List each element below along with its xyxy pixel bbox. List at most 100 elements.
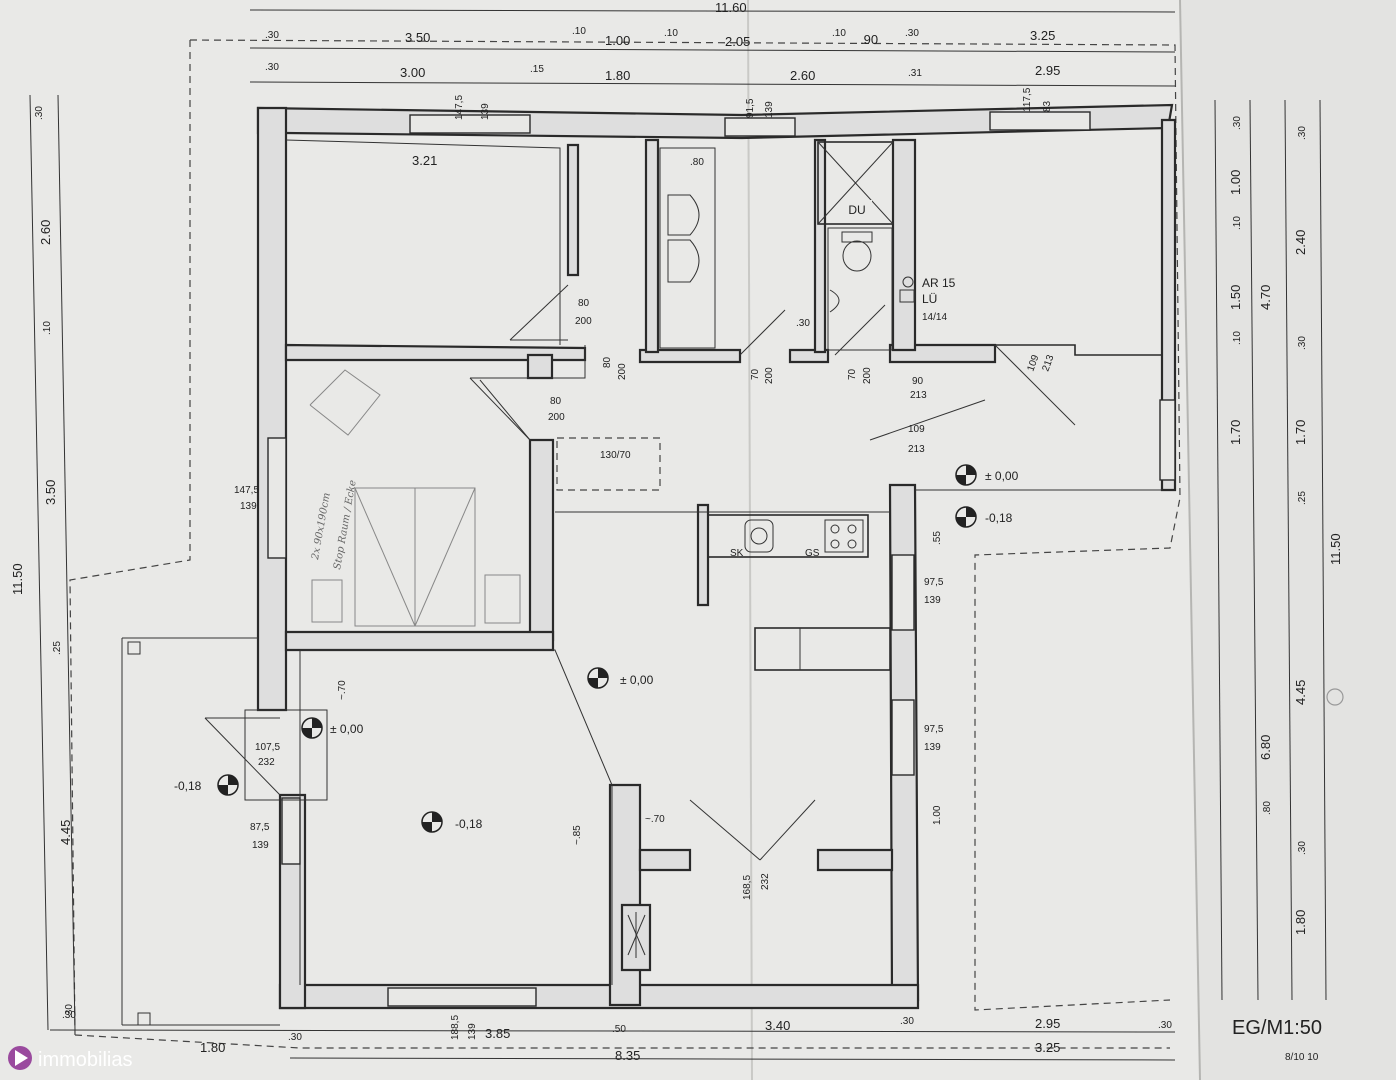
window-3-width: 117,5 [1022,87,1033,112]
dim-bottom-small-3: .50 [612,1024,626,1035]
basin-shape [829,289,840,313]
washbasin-wc [829,276,915,313]
window-8-height: 139 [467,1023,478,1040]
wc-note-3: 14/14 [922,312,947,323]
dim-top-inner-4: 2.95 [1035,63,1060,78]
wall-kitchen-stub [696,503,710,607]
bedside-left [311,579,343,623]
window-5-height: 139 [252,840,269,851]
dim-right-small-1: .30 [1232,116,1243,130]
dim-right-6: 1.80 [1293,910,1308,935]
window-left-2 [281,797,301,865]
window-bottom-1 [387,987,537,1007]
door-swing [739,309,786,356]
dim-line-top-outer [249,47,1176,53]
entrance-landing [244,709,328,801]
dim-left-small-3: .25 [52,641,63,655]
door-swing [509,284,569,341]
window-4-width: 147,5 [234,485,259,496]
level-text: ± 0,00 [330,722,364,736]
wall-mid-horizontal-2 [638,348,742,364]
appliance-2 [667,239,700,283]
shower-label-bg [842,200,872,218]
room-width-label: 3.21 [412,153,437,168]
door-6-height: 213 [910,390,927,401]
door-4-width: 70 [750,368,761,380]
dim-left-1: 2.60 [38,220,53,245]
dim-right-small-6: .25 [1297,491,1308,505]
dim-bottom-1: 1.80 [200,1040,225,1055]
door-1-height: 200 [575,316,592,327]
window-7-height: 139 [924,742,941,753]
wall-int-v2 [644,138,660,354]
kitchen: SK GS [707,514,891,671]
kitchen-label-sk: SK [730,548,744,559]
window-3-height: 83 [1042,100,1053,112]
small-measure-3: ~.70 [645,814,665,825]
level-symbol-fill [302,718,322,738]
wall-lower-h2 [816,848,894,872]
wall-lower-inner [608,783,642,1007]
door-swing [759,799,816,861]
dim-top-outer-5: 3.25 [1030,28,1055,43]
toilet-tank [841,231,873,243]
dim-top-inner-2: 1.80 [605,68,630,83]
dim-top-small-2: .10 [572,26,586,37]
windows [267,111,1176,1007]
level-marker-1: ± 0,00 [955,464,1019,486]
window-5-width: 87,5 [250,822,270,833]
wall-bedroom2-right [528,438,555,642]
dim-bottom-sum-2: 3.25 [1035,1040,1060,1055]
bed-line [354,487,416,627]
room-outline-bedroom1 [285,139,561,345]
dim-top-small-3: .10 [664,28,678,39]
window-7-width: 97,5 [924,724,944,735]
door-5-width: 70 [847,368,858,380]
window-2-width: 91,5 [745,98,756,118]
outline-dashed-left [69,40,191,1036]
window-right-3 [891,699,915,776]
room-outline-hall-2 [469,377,531,441]
kitchen-counter [707,514,869,558]
window-1-height: 139 [480,103,491,120]
dim-right-small-4: .10 [1232,331,1243,345]
paper-sheet [0,0,1200,1080]
level-symbol-fill [422,812,442,832]
wall-left [256,106,288,712]
dim-line-right-2 [1249,99,1259,1001]
dim-right-small-5: .30 [1297,336,1308,350]
wc-note-2: LÜ [922,292,937,306]
dim-left-overall: 11.50 [10,563,25,595]
dim-top-small-5: .30 [905,28,919,39]
wall-int-v1 [566,143,580,277]
door-swing [689,799,761,861]
level-symbol-fill [956,507,976,527]
small-measure-5: .55 [932,531,943,545]
dim-left-2: 3.50 [43,480,58,505]
dim-line-left-2 [29,94,49,1031]
small-measure-4: ~.85 [572,825,583,845]
wall-right-upper [1160,118,1177,492]
door-8-width: 109 [908,424,925,435]
dim-line-top-overall [249,9,1176,13]
paper-hole-mark [1326,688,1344,706]
plan-title: EG/M1:50 [1232,1017,1322,1039]
dim-top-outer-2: 1.00 [605,33,630,48]
shower-label: DU [848,203,865,217]
paper-fold-line [747,0,753,1080]
kitchen-label-gs: GS [805,548,820,559]
window-right-2 [891,554,915,631]
outline-dashed [189,39,1181,1011]
dim-top-inner-3: 2.60 [790,68,815,83]
door-swing [834,304,886,356]
window-top-3 [989,111,1091,131]
door-swings [204,284,1076,861]
window-top-2 [724,117,796,137]
toilet [827,227,893,351]
wall-mid-horizontal-4 [888,343,997,364]
closet-appliances [659,147,716,349]
window-left-1 [267,437,287,559]
level-symbol-fill [588,668,608,688]
closet-outline [659,147,716,349]
